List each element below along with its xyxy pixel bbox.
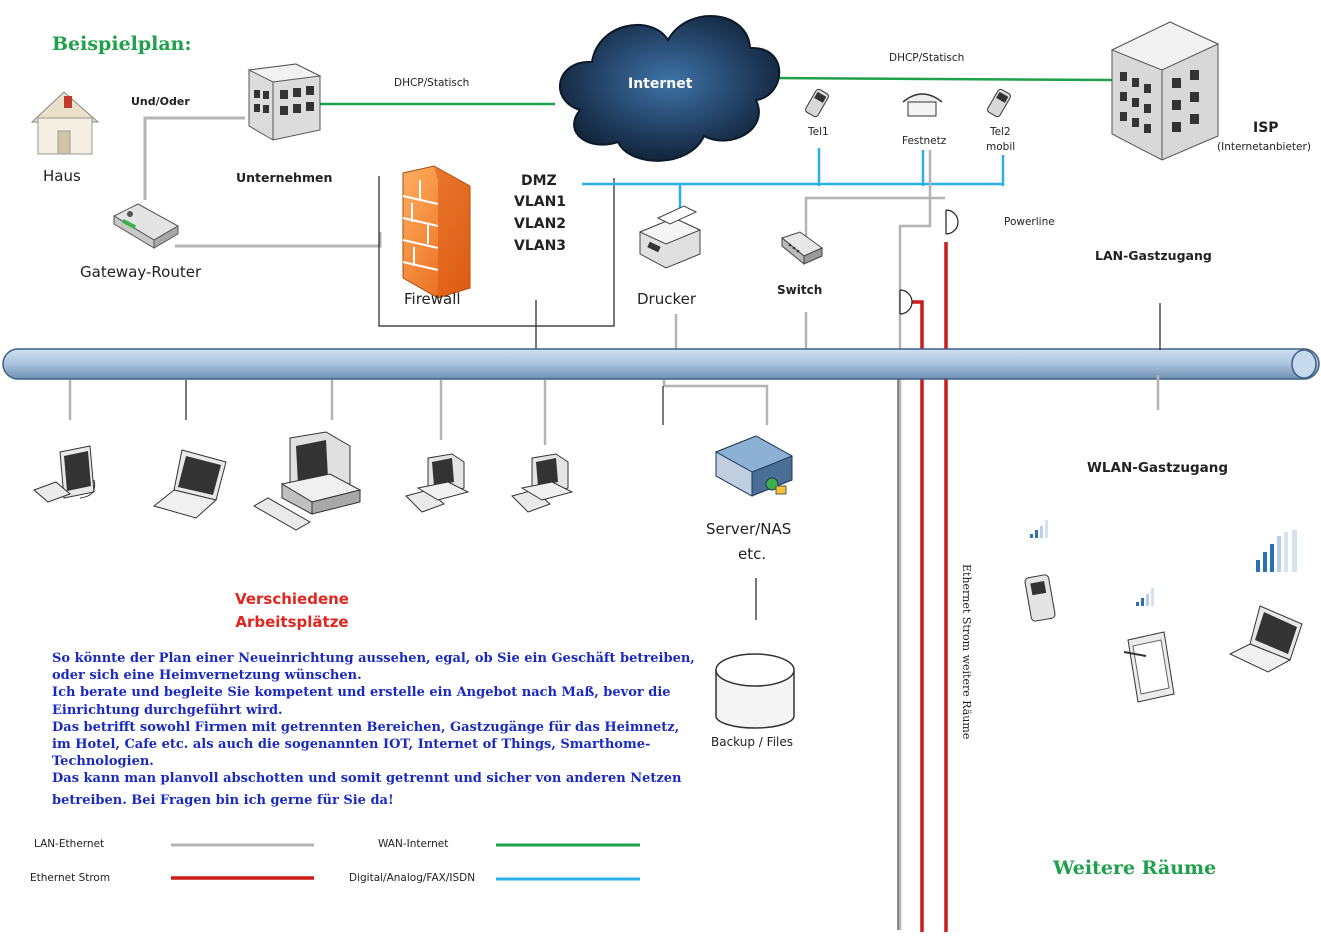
ethernet-strom-line-2 — [908, 300, 924, 932]
workstation-icon — [252, 431, 362, 531]
firewall-icon — [402, 165, 471, 299]
label-tel2: Tel2 — [990, 126, 1011, 138]
paragraph-line: Einrichtung durchgeführt wird. — [52, 702, 283, 718]
laptop-icon — [152, 449, 227, 519]
legend-wan-label: WAN-Internet — [378, 838, 449, 850]
powerline-adapter-icon — [945, 209, 959, 235]
label-drucker: Drucker — [637, 290, 697, 308]
label-festnetz: Festnetz — [902, 135, 947, 147]
legend-lan-label: LAN-Ethernet — [34, 838, 105, 850]
small-pc-icon — [405, 453, 470, 513]
lan-link-gateway — [175, 232, 382, 248]
disk-storage-icon — [715, 653, 795, 729]
isp-building-icon — [1110, 21, 1220, 161]
desk-phone-icon — [902, 93, 943, 117]
signal-bars-icon — [1136, 588, 1154, 606]
label-switch: Switch — [777, 283, 823, 297]
label-arbeitsplaetze-2: Arbeitsplätze — [235, 613, 349, 631]
printer-icon — [638, 205, 702, 269]
paragraph-line: So könnte der Plan einer Neueinrichtung … — [52, 651, 695, 666]
wan-link-right — [769, 76, 1113, 82]
label-ethernet-vertical: Ethernet Strom weitere Räume — [960, 564, 973, 740]
paragraph-line: Das betrifft sowohl Firmen mit getrennte… — [52, 719, 680, 735]
paragraph-line: Ich berate und begleite Sie kompetent un… — [52, 685, 671, 701]
legend-eth-strom-label: Ethernet Strom — [30, 872, 111, 884]
paragraph-line: im Hotel, Cafe etc. als auch die sogenan… — [52, 737, 651, 753]
label-backup: Backup / Files — [711, 735, 793, 749]
label-gateway-router: Gateway-Router — [80, 263, 202, 281]
label-dmz: DMZ — [521, 173, 557, 189]
label-dhcp-left: DHCP/Statisch — [394, 77, 470, 89]
switch-icon — [780, 231, 823, 266]
label-unternehmen: Unternehmen — [236, 170, 333, 185]
label-vlan1: VLAN1 — [514, 194, 567, 210]
label-isp-sub: (Internetanbieter) — [1217, 141, 1311, 153]
page-title: Beispielplan: — [52, 33, 192, 55]
small-pc-icon — [511, 453, 574, 513]
mobile-phone-icon — [805, 88, 829, 118]
label-weitere-raeume: Weitere Räume — [1053, 857, 1217, 879]
label-tel2-mobil: mobil — [986, 141, 1016, 153]
label-vlan2: VLAN2 — [514, 216, 567, 232]
label-arbeitsplaetze-1: Verschiedene — [235, 590, 349, 608]
office-building-icon — [247, 63, 322, 141]
label-firewall: Firewall — [404, 290, 461, 308]
paragraph-line: Das kann man planvoll abschotten und som… — [52, 771, 682, 787]
label-internet: Internet — [628, 76, 693, 92]
label-und-oder: Und/Oder — [131, 95, 190, 108]
workstation-drops — [68, 375, 1160, 445]
label-powerline: Powerline — [1004, 216, 1055, 228]
legend-digital-label: Digital/Analog/FAX/ISDN — [349, 872, 476, 884]
signal-bars-icon — [1030, 520, 1048, 538]
server-icon — [714, 435, 794, 497]
paragraph-line: Technologien. — [52, 754, 154, 770]
firewall-bracket — [378, 176, 615, 327]
signal-bars-icon — [1256, 530, 1297, 572]
label-tel1: Tel1 — [808, 126, 829, 138]
powerline-adapter-icon — [899, 289, 913, 315]
paragraph-line: betreiben. Bei Fragen bin ich gerne für … — [52, 792, 394, 808]
paragraph-line: oder sich eine Heimvernetzung wünschen. — [52, 668, 362, 684]
label-isp: ISP — [1253, 120, 1279, 136]
laptop-icon — [1228, 605, 1303, 673]
mobile-phone-icon — [987, 88, 1011, 118]
tablet-icon — [1123, 631, 1175, 703]
description-paragraph: So könnte der Plan einer Neueinrichtung … — [52, 650, 695, 809]
label-haus: Haus — [43, 167, 81, 185]
cloud-icon — [559, 15, 781, 162]
label-vlan3: VLAN3 — [514, 238, 567, 254]
label-lan-gastzugang: LAN-Gastzugang — [1095, 248, 1212, 263]
label-dhcp-right: DHCP/Statisch — [889, 52, 965, 64]
label-server: Server/NAS — [706, 520, 792, 538]
mobile-phone-icon — [1024, 574, 1056, 622]
lan-vertical-main — [898, 150, 932, 930]
label-server-sub: etc. — [738, 545, 767, 563]
lan-backbone — [2, 348, 1320, 380]
label-wlan-gastzugang: WLAN-Gastzugang — [1087, 460, 1229, 476]
router-icon — [112, 203, 180, 249]
lan-switch-up — [804, 196, 945, 238]
desktop-monitor-icon — [33, 445, 96, 503]
lan-link-unternehmen — [143, 116, 245, 200]
house-icon — [30, 91, 100, 155]
